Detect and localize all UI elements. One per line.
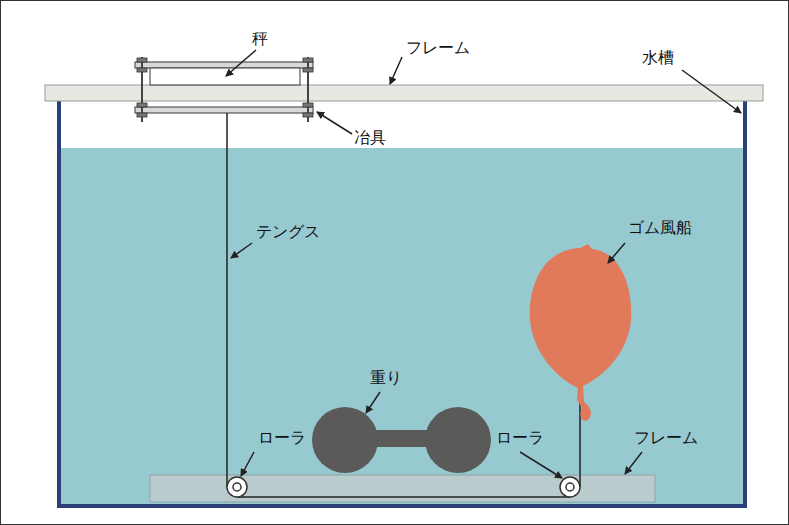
frame-label: フレーム <box>634 428 698 448</box>
tank-label: 水槽 <box>642 48 674 68</box>
weight-label: 重り <box>370 368 402 388</box>
roller-label: ローラ <box>496 428 544 448</box>
line-label: テングス <box>256 222 320 242</box>
jig-label: 冶具 <box>354 128 386 148</box>
balloon-label: ゴム風船 <box>628 218 692 238</box>
scale-label: 秤 <box>252 29 268 49</box>
roller-label: ローラ <box>258 428 306 448</box>
frame-label: フレーム <box>406 38 470 58</box>
